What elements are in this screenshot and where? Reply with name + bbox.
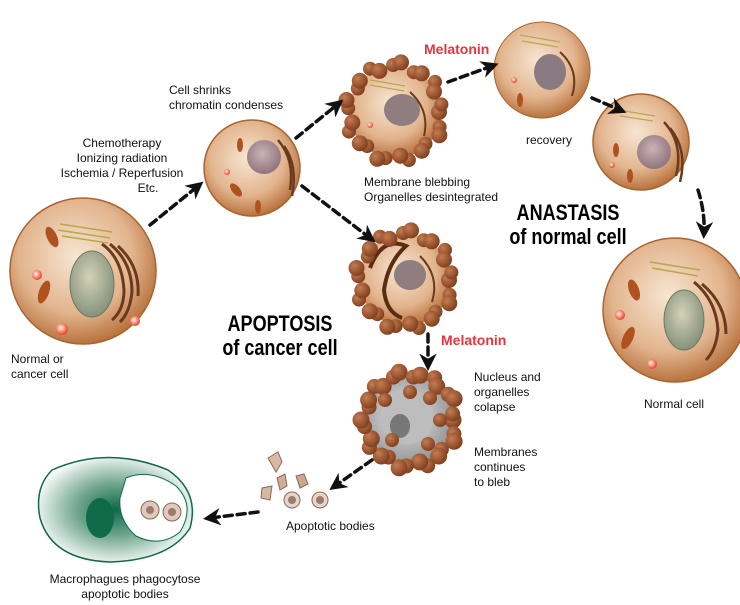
nucleus-collapse-label: Nucleus and organelles colapse [474,370,541,415]
membrane-bleb [403,222,419,238]
membrane-bleb [371,63,387,79]
membrane-bleb [402,316,418,332]
membrane-bleb [414,143,430,159]
membrane-bleb [434,97,448,111]
trigger-line-3: Ischemia / Reperfusion [58,166,186,181]
normal-or-cancer-line-1: Normal or [11,352,68,367]
membrane-bleb [352,135,368,151]
membrane-bleb [431,127,447,143]
shrinking-cell [204,120,300,216]
anastasis-heading-line-1: ANASTASIS [494,201,642,225]
membrane-bleb [349,260,365,276]
normal-or-cancer-label: Normal or cancer cell [11,352,68,382]
membrane-bleb [352,73,368,89]
membrane-bleb [436,252,452,268]
membrane-bleb [424,311,440,327]
membranes-bleb-line-3: to bleb [474,475,537,490]
recovery-cell [494,22,590,118]
recovery-label: recovery [526,133,572,148]
apoptotic-bodies [261,452,328,508]
normal-cell-label: Normal cell [644,397,704,412]
membrane-bleb [411,453,428,470]
cell-shrinks-label: Cell shrinks chromatin condenses [169,83,283,113]
macrophages-label: Macrophagues phagocytose apoptotic bodie… [10,572,240,602]
membrane-bleb [391,364,408,381]
membrane-blebbing-line-1: Membrane blebbing [364,175,498,190]
triggers-label: Chemotherapy Ionizing radiation Ischemia… [58,136,186,196]
membrane-bleb [393,54,409,70]
apoptosis-heading: APOPTOSIS of cancer cell [206,312,354,360]
membrane-bleb [392,148,408,164]
membranes-bleb-line-1: Membranes [474,445,537,460]
macrophages-line-2: apoptotic bodies [10,587,240,602]
nucleus-collapse-line-2: organelles [474,385,541,400]
membrane-bleb [426,84,442,100]
apoptotic-bodies-label: Apoptotic bodies [286,519,375,534]
membrane-bleb [444,265,458,279]
cell-shrinks-line-2: chromatin condenses [169,98,283,113]
arrow-to-normal-cell [698,190,704,232]
membrane-bleb [354,283,370,299]
membrane-bleb [445,406,460,421]
membrane-bleb [378,393,392,407]
cell-shrinks-line-1: Cell shrinks [169,83,283,98]
arrow-shrink-to-bleb [296,104,338,138]
membrane-bleb [360,392,377,409]
arrow-bleb-to-recovery [448,66,492,82]
membrane-bleb [414,65,430,81]
nucleus-collapse-line-3: colapse [474,400,541,415]
membrane-bleb [369,151,385,167]
membrane-bleb [403,385,417,399]
apoptosis-heading-line-2: of cancer cell [206,336,354,360]
trigger-line-1: Chemotherapy [58,136,186,151]
recovering-cell-2 [593,94,689,190]
membrane-bleb [339,92,355,108]
nucleus-collapse-line-1: Nucleus and [474,370,541,385]
membrane-bleb [433,413,447,427]
arrow-to-macrophage [210,512,258,518]
normal-or-cancer-line-2: cancer cell [11,367,68,382]
macrophage [39,458,193,563]
arrow-to-apoptotic-bodies [335,460,372,486]
membrane-blebbing-label: Membrane blebbing Organelles desintegrat… [364,175,498,205]
trigger-line-4: Etc. [58,181,186,196]
membrane-bleb [344,115,360,131]
anastasis-heading: ANASTASIS of normal cell [494,201,642,249]
macrophages-line-1: Macrophagues phagocytose [10,572,240,587]
membranes-bleb-label: Membranes continues to bleb [474,445,537,490]
normal-or-cancer-cell [10,198,156,344]
arrow-shrink-to-blebbing-cancer [302,186,370,238]
membrane-bleb [423,391,437,405]
membrane-bleb [385,433,399,447]
membrane-bleb [362,303,378,319]
membrane-bleb [421,437,435,451]
membranes-bleb-line-2: continues [474,460,537,475]
melatonin-label-top: Melatonin [424,41,489,57]
membrane-bleb [424,233,440,249]
trigger-line-2: Ionizing radiation [58,151,186,166]
membrane-bleb [362,241,378,257]
membrane-bleb [441,295,457,311]
apoptosis-heading-line-1: APOPTOSIS [206,312,354,336]
membrane-bleb [412,367,429,384]
membrane-bleb [379,319,395,335]
normal-cell [603,238,740,382]
anastasis-heading-line-2: of normal cell [494,225,642,249]
melatonin-label-middle: Melatonin [441,332,506,348]
membrane-blebbing-line-2: Organelles desintegrated [364,190,498,205]
membrane-bleb [446,390,463,407]
membrane-bleb [381,231,397,247]
